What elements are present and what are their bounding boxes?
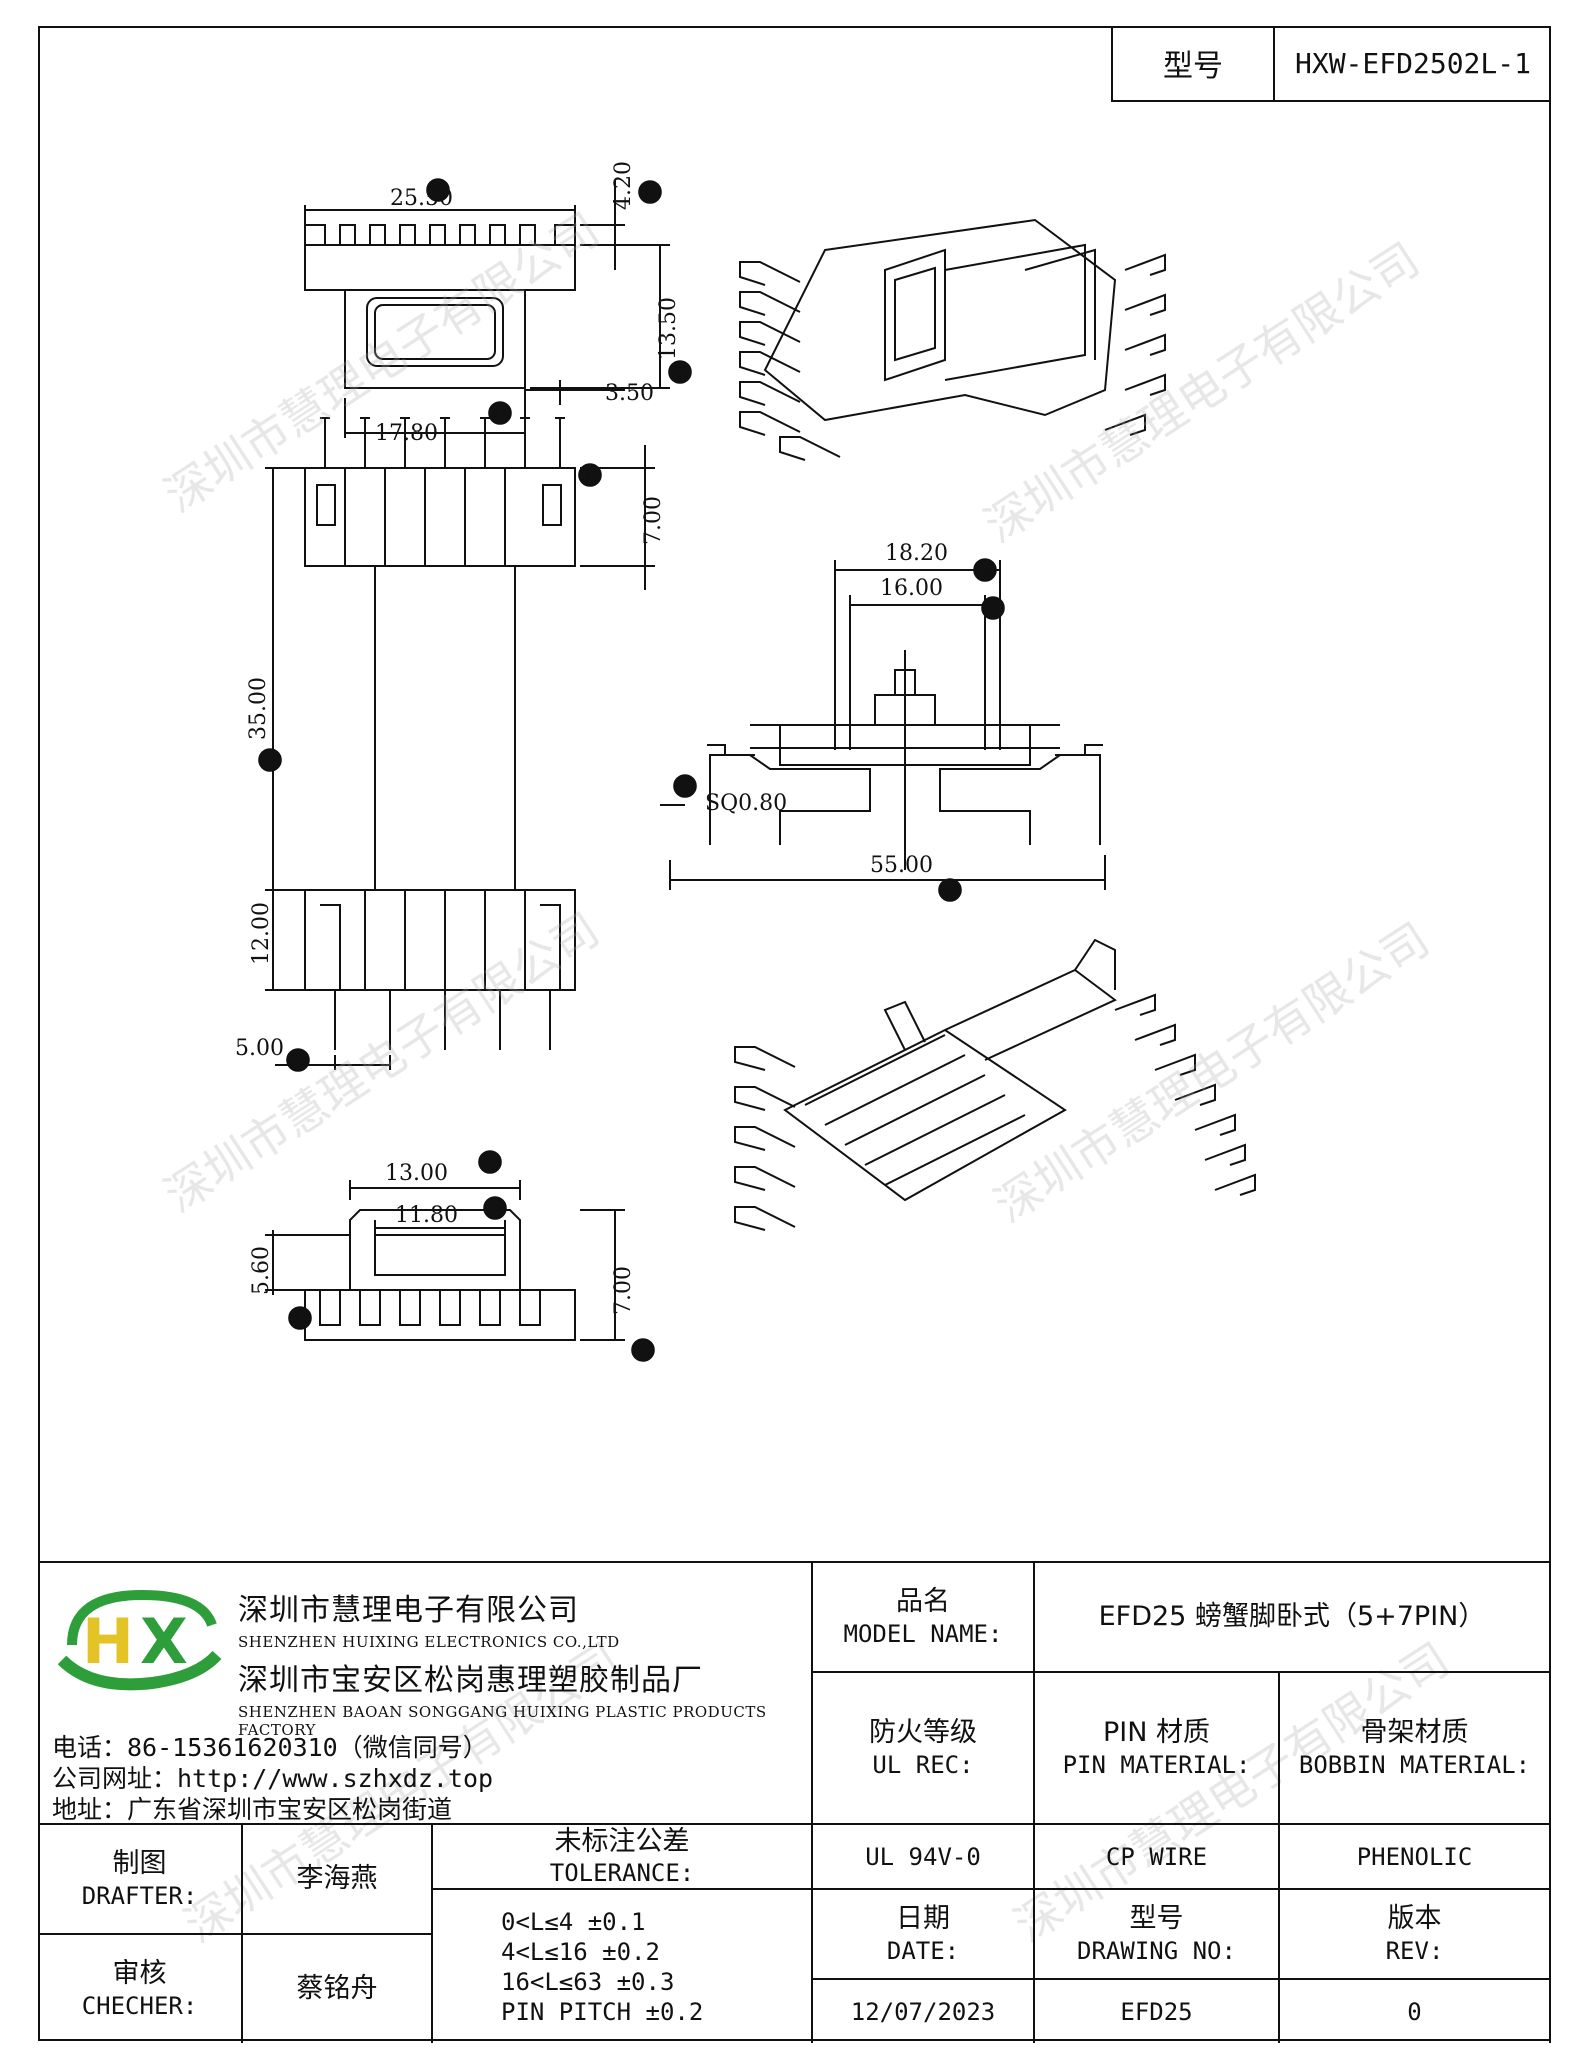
marker-k: K [637, 1341, 650, 1360]
company-logo-icon: H X [57, 1589, 222, 1691]
marker-j: J [488, 1199, 496, 1218]
tolerance-table: 0<L≤4 ±0.1 4<L≤16 ±0.2 16<L≤63 ±0.3 PIN … [433, 1890, 813, 2043]
dim-j: 11.80 [395, 1203, 458, 1228]
ul-rec-value: UL 94V-0 [813, 1825, 1035, 1890]
dim-h-top: 7.00 [641, 496, 666, 545]
model-value: HXW-EFD2502L-1 [1294, 46, 1531, 80]
dimension-markers: A B C D E F G H I J K L M N O [258, 178, 1005, 1362]
drafter-value: 李海燕 [243, 1825, 433, 1935]
drawing-no-value: EFD25 [1035, 1980, 1280, 2043]
svg-text:X: X [140, 1605, 188, 1678]
model-number-box: 型号 HXW-EFD2502L-1 [1111, 26, 1551, 102]
dim-b: 4.20 [611, 161, 636, 210]
side-view: 18.20 16.00 SQ0.80 55.00 [660, 541, 1106, 890]
svg-text:H: H [82, 1605, 134, 1678]
company-phone: 电话：86-15361620310（微信同号） [52, 1733, 488, 1762]
dim-d: 17.80 [375, 421, 438, 446]
dim-g: 5.00 [235, 1036, 284, 1061]
marker-i: I [487, 1153, 493, 1172]
marker-a: A [431, 181, 444, 200]
marker-m: M [943, 881, 959, 900]
company-name-1-en: SHENZHEN HUIXING ELECTRONICS CO.,LTD [238, 1633, 620, 1651]
iso-view-bottom [734, 938, 1256, 1231]
marker-h: H [294, 1309, 308, 1328]
dim-m: 55.00 [870, 853, 933, 878]
dim-h: 5.60 [249, 1246, 274, 1295]
dim-n: 18.20 [885, 541, 948, 566]
dim-l: SQ0.80 [705, 791, 787, 816]
iso-view-top [739, 218, 1166, 461]
marker-d: D [494, 404, 507, 423]
marker-c: C [675, 363, 687, 382]
company-info: H X 深圳市慧理电子有限公司 SHENZHEN HUIXING ELECTRO… [38, 1563, 813, 1825]
dim-e: 3.50 [605, 381, 654, 406]
drawing-sheet-border [38, 26, 1551, 2041]
model-name-value: EFD25 螃蟹脚卧式（5+7PIN） [1035, 1563, 1551, 1673]
company-name-2: 深圳市宝安区松岗惠理塑胶制品厂 [238, 1663, 703, 1698]
company-name-1: 深圳市慧理电子有限公司 [238, 1593, 579, 1628]
rev-value: 0 [1280, 1980, 1551, 2043]
marker-e: E [585, 466, 597, 485]
checker-value: 蔡铭舟 [243, 1935, 433, 2043]
marker-n: N [979, 561, 993, 580]
pin-view: 3.50 7.00 35.00 12.00 5.00 [235, 380, 666, 1070]
pin-material-value: CP WIRE [1035, 1825, 1280, 1890]
marker-l: L [680, 777, 691, 796]
company-website: 公司网址：http://www.szhxdz.top [52, 1764, 494, 1793]
dim-i: 13.00 [385, 1161, 448, 1186]
marker-g: G [292, 1051, 305, 1070]
bottom-view: 13.00 11.80 5.60 7.00 [249, 1161, 636, 1341]
technical-drawing: 25.50 4.20 13.50 17.80 3.50 7.00 35.00 1… [205, 150, 1325, 1430]
marker-b: B [644, 183, 656, 202]
dim-c: 13.50 [656, 297, 681, 360]
dim-k: 7.00 [611, 1266, 636, 1315]
bobbin-material-value: PHENOLIC [1280, 1825, 1551, 1890]
marker-f: F [265, 751, 276, 770]
dim-f: 35.00 [246, 677, 271, 740]
company-address: 地址：广东省深圳市宝安区松岗街道 [52, 1795, 453, 1824]
title-block: H X 深圳市慧理电子有限公司 SHENZHEN HUIXING ELECTRO… [38, 1561, 1551, 2043]
dim-o: 16.00 [880, 576, 943, 601]
top-view: 25.50 4.20 13.50 17.80 [304, 161, 681, 446]
model-label: 型号 [1113, 26, 1275, 100]
company-name-2-en: SHENZHEN BAOAN SONGGANG HUIXING PLASTIC … [238, 1703, 767, 1739]
date-value: 12/07/2023 [813, 1980, 1035, 2043]
dim-pin-row: 12.00 [249, 902, 274, 965]
marker-o: O [987, 599, 1000, 618]
